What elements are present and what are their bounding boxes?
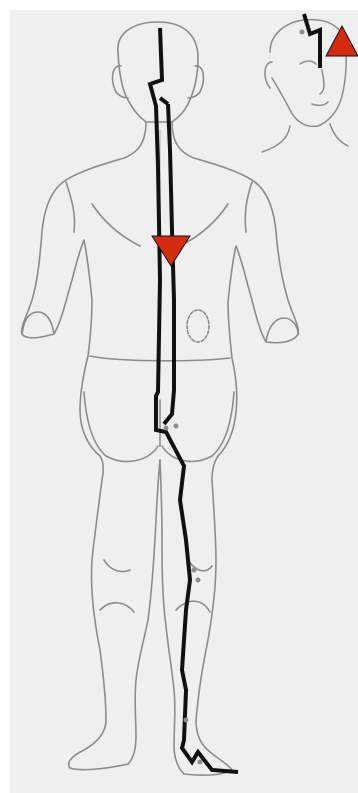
right-calf-line bbox=[176, 601, 210, 612]
acupoint-dot bbox=[164, 426, 169, 431]
left-side-outline bbox=[22, 122, 160, 770]
acupoint-dot bbox=[174, 424, 179, 429]
front-mouth-line bbox=[312, 102, 328, 105]
left-calf-line bbox=[100, 603, 134, 612]
front-neck-line bbox=[262, 126, 290, 152]
front-nose-line bbox=[320, 70, 324, 94]
acupoint-dot bbox=[196, 578, 201, 583]
right-side-outline bbox=[160, 122, 298, 775]
direction-markers bbox=[152, 26, 358, 266]
acupoint-dot bbox=[192, 568, 197, 573]
front-neck-line-2 bbox=[330, 124, 348, 146]
acupoint-dot bbox=[198, 760, 203, 765]
front-eye-line bbox=[300, 61, 316, 64]
front-ear-outline bbox=[265, 62, 272, 88]
left-scapula-line bbox=[92, 204, 140, 246]
right-deltoid-line bbox=[245, 182, 252, 232]
face-outline bbox=[270, 20, 346, 127]
acupoint-dot bbox=[300, 30, 305, 35]
meridian-path bbox=[150, 14, 320, 772]
kidney-region-outline bbox=[187, 310, 209, 342]
head-direction-marker bbox=[326, 26, 358, 56]
acupoint-dot bbox=[184, 718, 189, 723]
meridian-line-back-connector bbox=[160, 98, 168, 104]
meridian-line-face bbox=[304, 14, 320, 68]
right-knee-line bbox=[188, 560, 212, 571]
body-outline-back-view bbox=[22, 22, 299, 775]
left-knee-line bbox=[104, 560, 130, 572]
meridian-line-back-outer bbox=[150, 28, 238, 772]
left-deltoid-line bbox=[66, 182, 75, 232]
